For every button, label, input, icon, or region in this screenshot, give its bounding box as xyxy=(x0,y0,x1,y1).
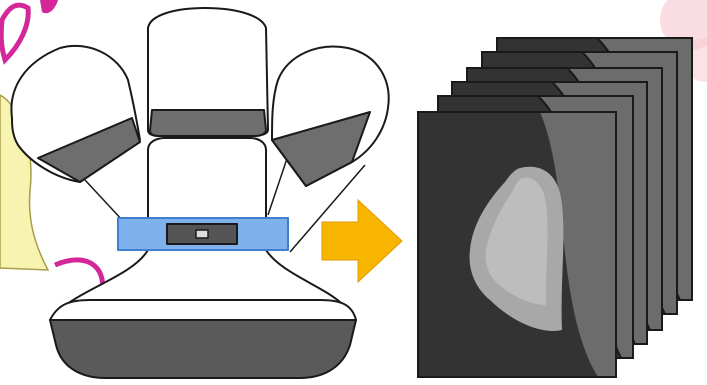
device-base-top xyxy=(49,299,357,321)
xray-device xyxy=(10,7,390,379)
device-base xyxy=(49,319,357,379)
tomosynthesis-slice-stack xyxy=(417,37,693,378)
slice-front xyxy=(417,111,617,378)
process-arrow xyxy=(321,198,403,284)
detector-window xyxy=(195,229,209,239)
breast-tissue-inner xyxy=(485,177,548,305)
xray-tube-right xyxy=(271,45,390,187)
xray-tube-left xyxy=(10,44,141,183)
xray-tube-center xyxy=(147,7,269,137)
